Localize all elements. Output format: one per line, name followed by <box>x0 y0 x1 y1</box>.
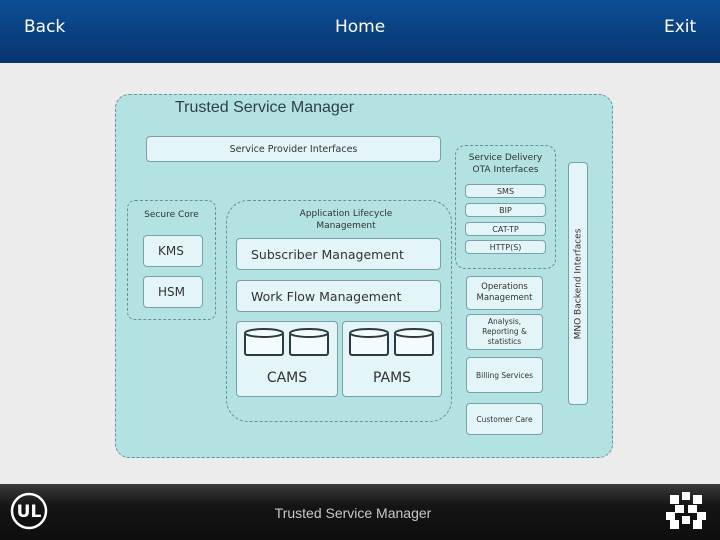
operations-management: Operations Management <box>466 276 543 310</box>
ota-https: HTTP(S) <box>465 240 546 254</box>
database-icon <box>349 328 389 356</box>
ota-sms: SMS <box>465 184 546 198</box>
ul-logo: UL <box>10 492 48 530</box>
ota-interfaces-label: Service Delivery OTA Interfaces <box>468 153 543 175</box>
exit-button[interactable]: Exit <box>664 17 697 37</box>
footer-title-text: Trusted Service Manager <box>274 505 432 521</box>
back-button[interactable]: Back <box>24 17 66 37</box>
billing-services: Billing Services <box>466 357 543 393</box>
cams-database-icons <box>244 328 329 356</box>
home-button[interactable]: Home <box>335 17 386 37</box>
footer-title: Trusted Service Manager <box>0 505 720 521</box>
ota-bip: BIP <box>465 203 546 217</box>
alm-label: Application Lifecycle Management <box>299 209 393 231</box>
database-icon <box>394 328 434 356</box>
secure-core-label: Secure Core <box>144 210 199 220</box>
diagram-title: Trusted Service Manager <box>175 99 355 116</box>
subscriber-management: Subscriber Management <box>236 238 441 270</box>
mno-backend-label: MNO Backend Interfaces <box>573 228 583 339</box>
kms-box: KMS <box>143 235 203 267</box>
top-navigation-bar <box>0 0 720 63</box>
ota-cat-tp: CAT-TP <box>465 222 546 236</box>
customer-care: Customer Care <box>466 403 543 435</box>
service-provider-interfaces: Service Provider Interfaces <box>146 136 441 162</box>
pams-database-icons <box>349 328 434 356</box>
cams-label: CAMS <box>266 370 308 386</box>
brand-logo-icon <box>666 492 706 529</box>
mno-backend-interfaces: MNO Backend Interfaces <box>568 162 588 405</box>
footer-bar <box>0 484 720 540</box>
database-icon <box>289 328 329 356</box>
database-icon <box>244 328 284 356</box>
analysis-reporting: Analysis, Reporting & statistics <box>466 314 543 350</box>
hsm-box: HSM <box>143 276 203 308</box>
svg-text:UL: UL <box>17 502 42 522</box>
pams-label: PAMS <box>372 370 412 386</box>
workflow-management: Work Flow Management <box>236 280 441 312</box>
